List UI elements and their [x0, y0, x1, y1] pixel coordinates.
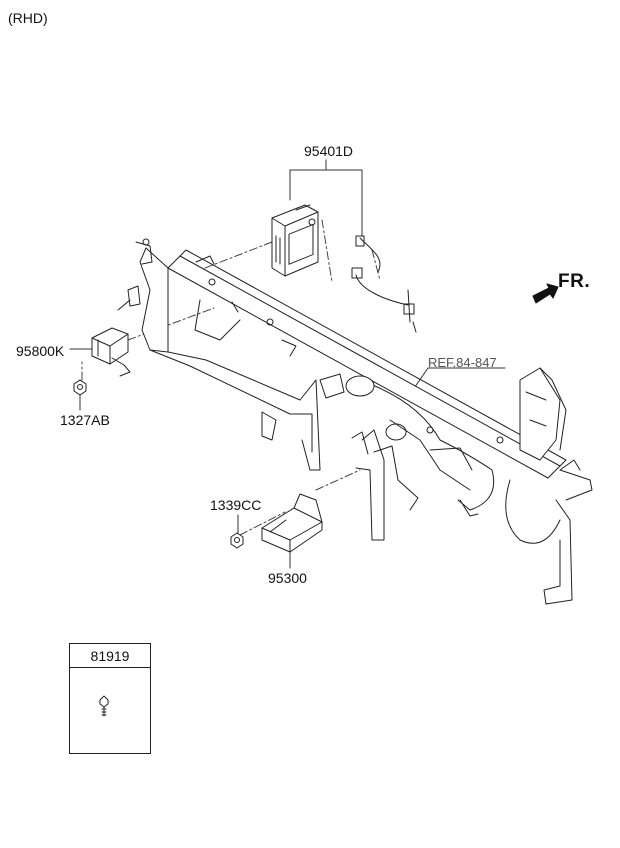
part-label-95401D[interactable]: 95401D	[304, 143, 354, 159]
variant-label: (RHD)	[8, 10, 48, 26]
module-95800K	[91, 327, 131, 377]
legend-code[interactable]: 81919	[70, 644, 150, 668]
part-label-95800K[interactable]: 95800K	[16, 343, 65, 359]
module-95401D	[271, 204, 319, 277]
legend-box: 81919	[69, 643, 151, 754]
module-95300	[261, 493, 323, 553]
front-direction-label: FR.	[558, 271, 591, 292]
leader-lines	[69, 159, 506, 569]
crossmember-frame	[117, 238, 593, 605]
bolt-81919-icon	[99, 695, 109, 717]
reference-label[interactable]: REF.84-847	[428, 355, 497, 370]
front-arrow-icon	[532, 283, 559, 304]
nut-1339CC-icon	[230, 532, 244, 549]
part-label-1339CC[interactable]: 1339CC	[210, 497, 262, 513]
nut-1327AB-icon	[73, 379, 87, 396]
dash-dot-lines	[81, 219, 381, 536]
part-label-1327AB[interactable]: 1327AB	[60, 412, 110, 428]
part-label-95300[interactable]: 95300	[268, 570, 307, 586]
sensor-cable-95401D	[351, 235, 417, 333]
